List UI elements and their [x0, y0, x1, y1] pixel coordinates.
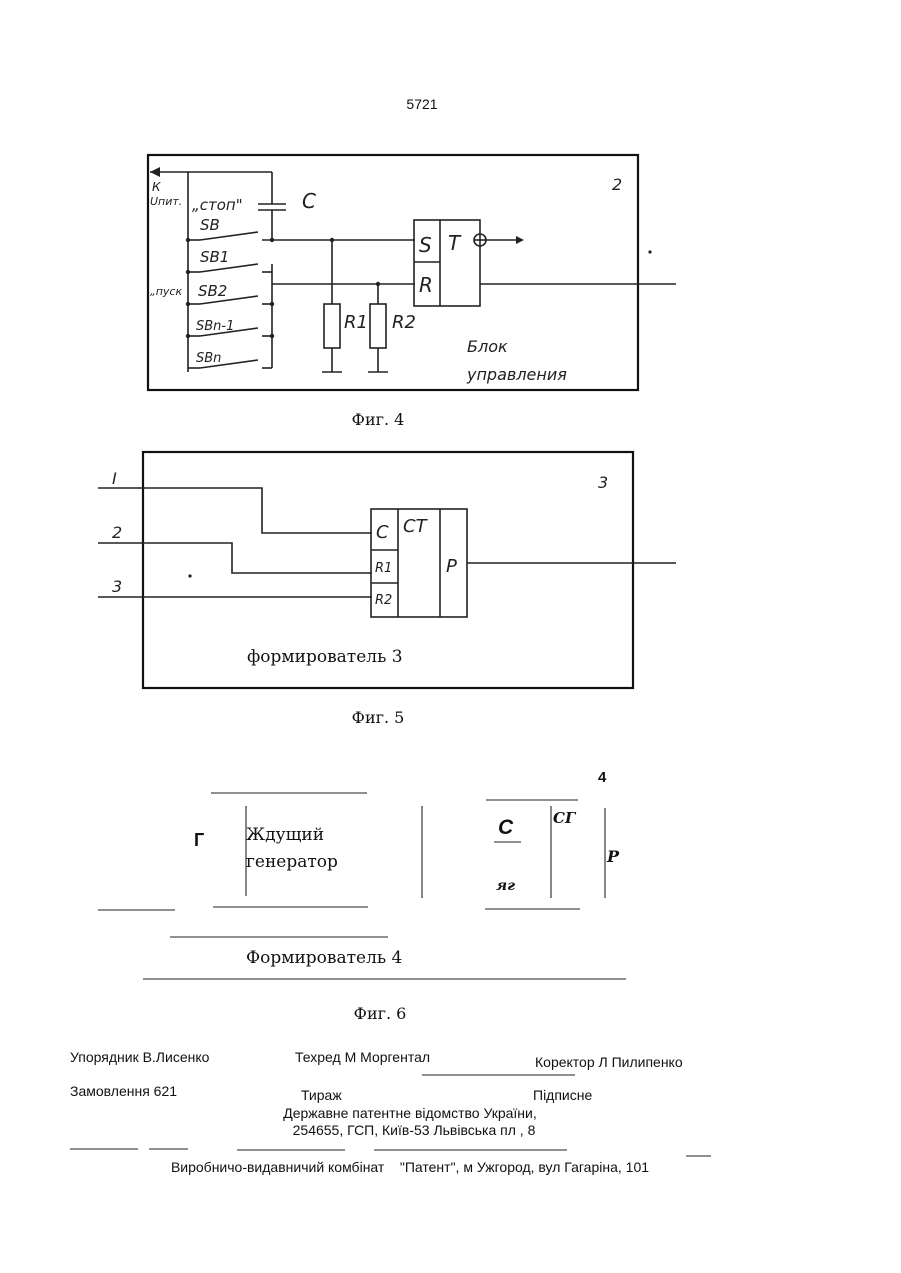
footer-compiler: Упорядник В.Лисенко: [70, 1049, 210, 1065]
switch-label-sb: SB: [200, 216, 220, 234]
switch-label-sbn: SBn: [196, 351, 221, 366]
fig4-diagram: 2 К Uпит. „стоп" C SB SB1 „пуск: [148, 155, 676, 390]
start-label: „пуск: [150, 285, 182, 298]
fig5-block-title: формирователь 3: [247, 647, 403, 667]
trigger-r-label: R: [419, 273, 433, 297]
fig4-block-title-2: управления: [466, 365, 567, 384]
fig6-block-number: 4: [598, 769, 607, 786]
counter-r1-label: R1: [375, 561, 392, 576]
counter-r2-label: R2: [375, 593, 392, 608]
counter-p-label: P: [446, 556, 457, 577]
footer-circulation: Тираж: [301, 1087, 342, 1103]
cg-r-label: яг: [496, 878, 515, 894]
stop-label: „стоп": [192, 196, 243, 214]
footer-corrector: Коректор Л Пилипенко: [535, 1054, 683, 1070]
trigger-t-label: T: [448, 231, 462, 255]
fig6-diagram: 4 Г Ждущий генератор С СГ яг Р Формирова…: [98, 769, 626, 979]
cg-p-label: Р: [606, 847, 620, 866]
trigger-s-label: S: [419, 233, 432, 257]
page-number: 5721: [406, 96, 437, 112]
fig5-caption: Фиг. 5: [352, 708, 405, 727]
footer-order: Замовлення 621: [70, 1083, 177, 1099]
resistor-r2-icon: [370, 304, 386, 348]
fig4-frame: [148, 155, 638, 390]
fig6-g-label: Г: [194, 830, 204, 850]
generator-label-2: генератор: [246, 852, 338, 872]
fig6-block-title: Формирователь 4: [246, 948, 402, 968]
capacitor-label: C: [302, 189, 316, 213]
counter-c-label: C: [376, 522, 389, 543]
fig4-caption: Фиг. 4: [352, 410, 405, 429]
cg-c-label: С: [498, 816, 514, 839]
footer-office-2: 254655, ГСП, Київ-53 Львівська пл , 8: [293, 1122, 536, 1138]
switch-label-sb1: SB1: [200, 248, 229, 266]
footer-techred: Техред М Моргентал: [295, 1049, 430, 1065]
imprint-footer: Упорядник В.Лисенко Техред М Моргентал К…: [70, 1049, 711, 1175]
generator-label-1: Ждущий: [246, 825, 324, 845]
fig5-block-number: 3: [598, 473, 608, 492]
switch-label-sbn1: SBn-1: [196, 319, 234, 334]
counter-ct-label: CT: [403, 516, 429, 537]
fig6-caption: Фиг. 6: [354, 1004, 407, 1023]
fig4-block-title-1: Блок: [467, 337, 508, 356]
footer-plant: Виробничо-видавничий комбінат "Патент", …: [171, 1159, 649, 1175]
switch-label-sb2: SB2: [198, 282, 227, 300]
fig5-input-2: 2: [112, 523, 122, 542]
supply-label-u: Uпит.: [150, 195, 182, 208]
supply-label-k: К: [152, 180, 161, 194]
resistor-label-r2: R2: [392, 312, 416, 333]
fig5-diagram: 3 I 2 3 C CT R1 R2 P формирователь 3: [98, 452, 676, 688]
resistor-label-r1: R1: [344, 312, 368, 333]
footer-office-1: Державне патентне відомство України,: [283, 1105, 537, 1121]
footer-subscription: Підписне: [533, 1087, 592, 1103]
fig4-block-number: 2: [612, 175, 622, 194]
fig5-input-3: 3: [112, 577, 122, 596]
resistor-r1-icon: [324, 304, 340, 348]
supply-arrow-icon: [150, 167, 160, 177]
fig5-input-1: I: [112, 469, 117, 488]
cg-title-label: СГ: [553, 809, 577, 827]
